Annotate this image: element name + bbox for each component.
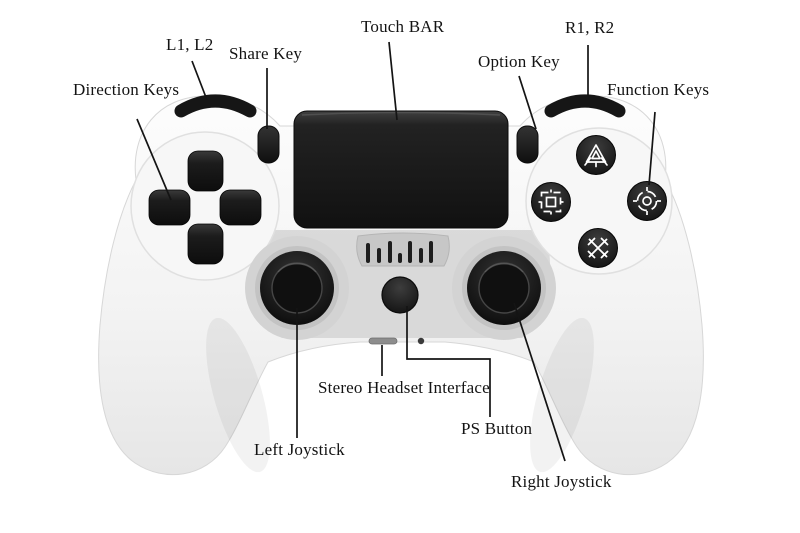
label-share-key: Share Key — [229, 44, 303, 63]
share-button — [257, 125, 280, 164]
pointer-line-function-keys — [648, 111, 656, 186]
pointer-line-ps-button — [406, 306, 491, 417]
dpad-right-button — [219, 189, 262, 226]
face-buttons-platform — [525, 127, 673, 275]
dpad-up-button — [187, 150, 224, 192]
label-direction-keys: Direction Keys — [73, 80, 180, 99]
dpad-down-button — [187, 223, 224, 265]
pointer-line-right-joystick — [513, 302, 566, 462]
label-function-keys: Function Keys — [607, 80, 710, 99]
square-icon — [538, 189, 564, 215]
label-left-joystick: Left Joystick — [254, 440, 345, 459]
cross-icon — [587, 237, 609, 259]
pointer-line-touch-bar — [388, 41, 398, 121]
cross-button — [578, 228, 618, 268]
function-buttons — [531, 135, 667, 268]
label-ps-button: PS Button — [461, 419, 533, 438]
headset-jack — [368, 337, 398, 345]
pointer-lines — [136, 41, 656, 462]
speaker-grille — [356, 232, 450, 267]
dpad-left-button — [148, 189, 191, 226]
right-grip-shading — [530, 317, 594, 473]
dpad-platform — [130, 131, 280, 281]
left-joystick — [245, 236, 349, 340]
dpad — [148, 150, 262, 265]
right-joystick — [452, 236, 556, 340]
label-stereo-headset-interface: Stereo Headset Interface — [318, 378, 490, 397]
circle-button — [627, 181, 667, 221]
square-button — [531, 182, 571, 222]
option-button — [516, 125, 539, 164]
ps-home-button — [381, 276, 419, 314]
label-right-joystick: Right Joystick — [511, 472, 612, 491]
left-grip-shading — [206, 317, 270, 473]
triangle-icon — [584, 144, 608, 168]
pointer-line-l1-l2 — [191, 60, 208, 101]
circle-icon — [633, 187, 661, 215]
triangle-button — [576, 135, 616, 175]
label-r1-r2: R1, R2 — [565, 18, 615, 37]
right-shoulder-buttons — [544, 94, 626, 118]
bottom-port-dot — [417, 337, 425, 345]
pointer-line-direction-keys — [136, 118, 172, 201]
label-touch-bar: Touch BAR — [361, 17, 445, 36]
label-option-key: Option Key — [478, 52, 560, 71]
touchpad — [293, 110, 509, 229]
label-l1-l2: L1, L2 — [166, 35, 214, 54]
pointer-line-option-key — [518, 75, 537, 130]
left-shoulder-buttons — [174, 94, 257, 118]
